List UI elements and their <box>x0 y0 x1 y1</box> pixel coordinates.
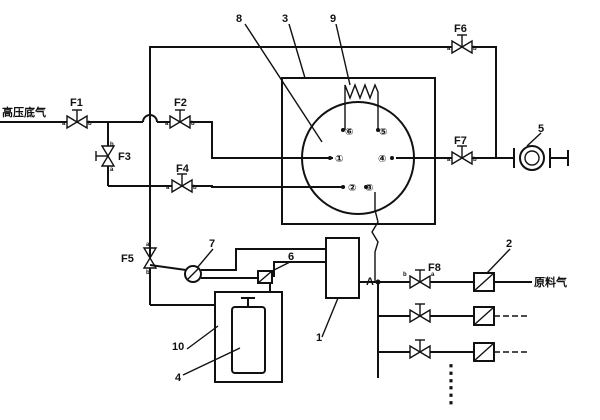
continuation-dots: ⋮ <box>440 360 462 385</box>
port-2-label: ② <box>348 183 356 194</box>
svg-text:a: a <box>447 46 451 52</box>
svg-text:b: b <box>146 270 150 276</box>
pipelines <box>0 46 569 378</box>
callout-9: 9 <box>330 13 336 25</box>
heater-coil-9 <box>344 83 379 130</box>
svg-text:b: b <box>193 185 197 191</box>
valve-f3[interactable] <box>95 145 116 167</box>
svg-text:a: a <box>447 157 451 163</box>
valve-f5[interactable] <box>142 247 158 269</box>
valve-branch-3[interactable] <box>409 339 431 360</box>
port-1-label: ① <box>335 154 343 165</box>
callout-10: 10 <box>172 341 184 353</box>
svg-text:a: a <box>165 121 169 127</box>
outlet-component-5 <box>513 145 551 171</box>
svg-text:a: a <box>110 167 114 173</box>
valve-f6-label: F6 <box>454 23 467 35</box>
valve-f7-label: F7 <box>454 135 467 147</box>
chamber-ports: ① ④ ② ③ ⑥ ⑤ <box>328 127 394 194</box>
valve-f8[interactable] <box>409 269 431 290</box>
svg-text:b: b <box>110 142 114 148</box>
svg-text:a: a <box>166 185 170 191</box>
callout-6: 6 <box>288 251 294 263</box>
port-6-label: ⑥ <box>345 127 353 138</box>
enclosure-3 <box>281 77 436 225</box>
svg-text:a: a <box>62 121 66 127</box>
flow-controller-2 <box>473 272 495 292</box>
valve-f4-label: F4 <box>176 163 190 175</box>
callout-7: 7 <box>209 238 215 250</box>
junction-a-label: A <box>366 276 374 288</box>
valve-f4[interactable] <box>171 173 193 194</box>
cabinet-10 <box>214 291 283 383</box>
valve-f6[interactable] <box>451 34 473 55</box>
callout-3: 3 <box>282 13 288 25</box>
port-5-label: ⑤ <box>379 127 387 138</box>
valve-f1-label: F1 <box>70 97 83 109</box>
chamber-8 <box>301 101 415 215</box>
tank-1 <box>325 237 360 299</box>
valve-f3-label: F3 <box>118 151 131 163</box>
flow-controller-b <box>473 306 495 326</box>
valve-f2-label: F2 <box>174 97 187 109</box>
valve-branch-2[interactable] <box>409 303 431 324</box>
callout-2: 2 <box>506 238 512 250</box>
port-3-label: ③ <box>365 183 373 194</box>
callout-4: 4 <box>175 372 182 384</box>
valve-port-letters: a b a b a b b a a b a b a b b a <box>62 46 477 278</box>
valve-f1[interactable] <box>66 109 88 130</box>
valve-f2[interactable] <box>169 109 191 130</box>
svg-text:b: b <box>403 272 407 278</box>
svg-text:b: b <box>473 157 477 163</box>
pressure-gauge-7 <box>184 265 202 283</box>
gas-cylinder-4 <box>231 297 266 374</box>
element-6 <box>257 270 273 284</box>
callout-1: 1 <box>316 332 322 344</box>
svg-text:b: b <box>473 46 477 52</box>
flow-controller-c <box>473 342 495 362</box>
svg-text:a: a <box>431 272 435 278</box>
valve-f5-label: F5 <box>121 253 134 265</box>
svg-text:a: a <box>146 242 150 248</box>
callout-8: 8 <box>236 13 242 25</box>
high-pressure-gas-label: 高压底气 <box>2 105 46 119</box>
continuation-dots-2: ⋮ <box>440 382 462 407</box>
leader-lines <box>182 23 542 376</box>
valve-f7[interactable] <box>451 145 473 166</box>
svg-text:b: b <box>191 121 195 127</box>
svg-text:b: b <box>88 121 92 127</box>
callout-5: 5 <box>538 123 544 135</box>
port-4-label: ④ <box>378 154 386 165</box>
valve-f8-label: F8 <box>428 262 441 274</box>
raw-gas-label: 原料气 <box>534 275 567 289</box>
